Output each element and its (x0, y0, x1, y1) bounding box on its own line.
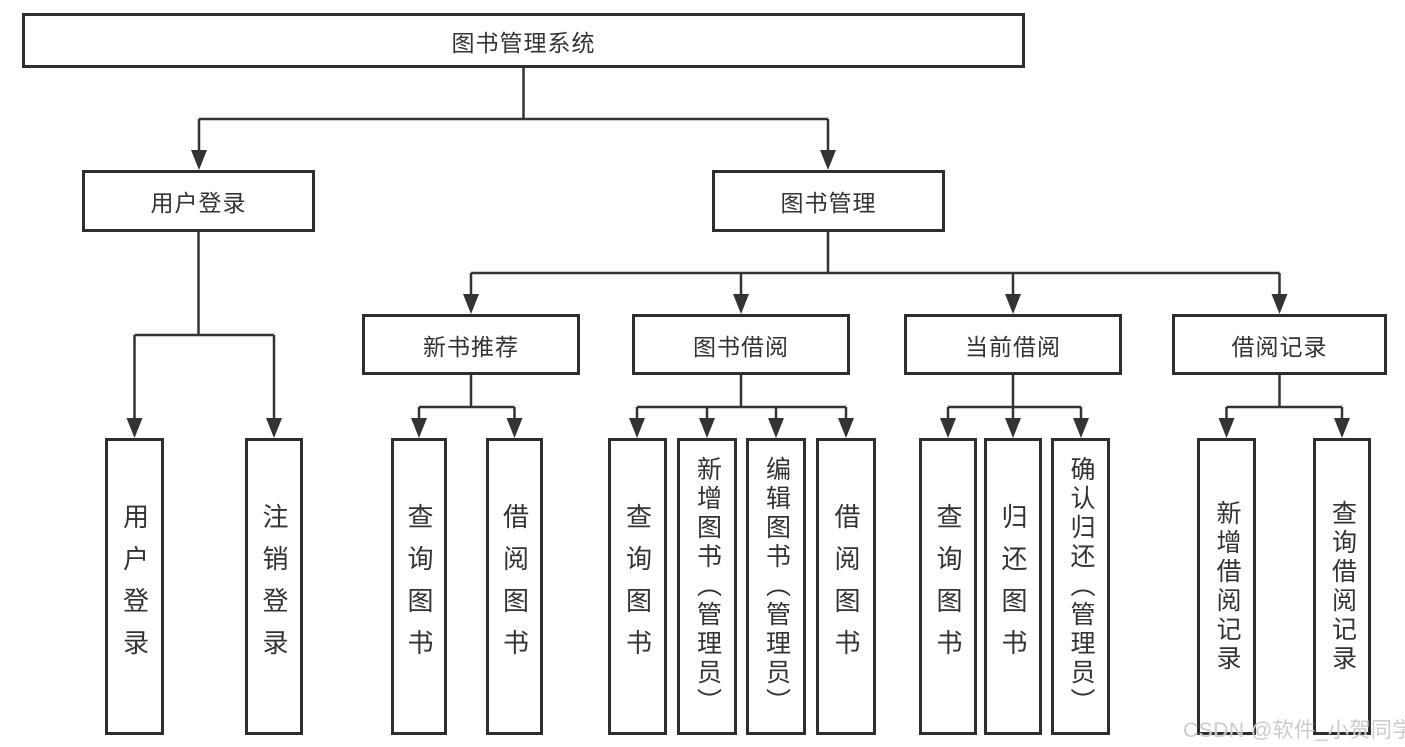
node-book-borrow: 图书借阅 (632, 314, 850, 375)
leaf-query-borrow-record: 查询借阅记录 (1313, 438, 1371, 735)
leaf-edit-books-admin: 编辑图书（管理员） (746, 438, 806, 735)
leaf-label: 借阅图书 (831, 502, 861, 671)
leaf-label: 查询图书 (933, 502, 963, 671)
node-borrow-records: 借阅记录 (1172, 314, 1387, 375)
leaf-add-books-admin: 新增图书（管理员） (677, 438, 737, 735)
leaf-label: 新增借阅记录 (1213, 499, 1241, 674)
leaf-borrow-books-recommend: 借阅图书 (486, 438, 543, 735)
leaf-query-books-current: 查询图书 (919, 438, 977, 735)
leaf-label: 确认归还（管理员） (1067, 456, 1095, 717)
node-root-library-system: 图书管理系统 (22, 13, 1025, 68)
leaf-add-borrow-record: 新增借阅记录 (1197, 438, 1256, 735)
node-book-management-branch: 图书管理 (712, 170, 945, 232)
leaf-label: 借阅图书 (499, 502, 530, 671)
leaf-label: 查询借阅记录 (1328, 499, 1357, 674)
leaf-logout: 注销登录 (245, 438, 303, 735)
leaf-label: 查询图书 (622, 502, 653, 671)
leaf-return-books: 归还图书 (984, 438, 1042, 735)
leaf-label: 查询图书 (404, 502, 434, 671)
leaf-query-books-borrow: 查询图书 (608, 438, 667, 735)
leaf-confirm-return-admin: 确认归还（管理员） (1051, 438, 1110, 735)
leaf-query-books-recommend: 查询图书 (391, 438, 447, 735)
leaf-user-login: 用户登录 (105, 438, 164, 735)
leaf-label: 编辑图书（管理员） (762, 456, 791, 717)
leaf-label: 新增图书（管理员） (693, 456, 722, 717)
node-current-borrow: 当前借阅 (904, 314, 1122, 375)
csdn-watermark: CSDN @软件_小贺同学 (1183, 719, 1405, 742)
leaf-label: 归还图书 (998, 502, 1028, 671)
leaf-label: 用户登录 (119, 502, 150, 671)
node-user-login-branch: 用户登录 (82, 170, 315, 232)
leaf-borrow-books: 借阅图书 (816, 438, 876, 735)
node-new-book-recommend: 新书推荐 (362, 314, 580, 375)
leaf-label: 注销登录 (259, 502, 289, 671)
